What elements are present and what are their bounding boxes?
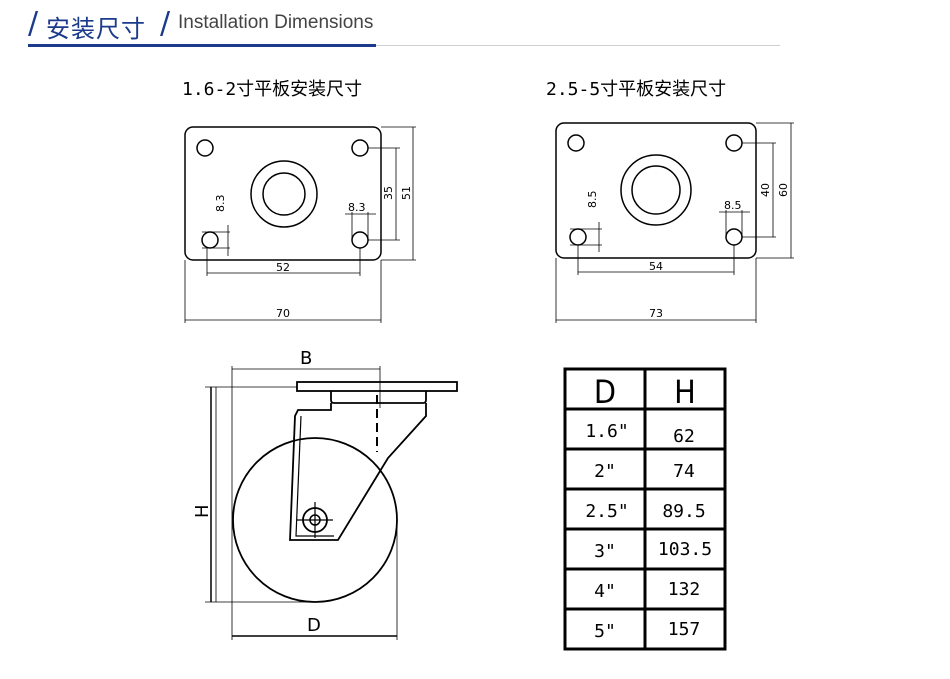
table-cell-h: 103.5: [658, 539, 712, 560]
caster-label-d: D: [307, 615, 321, 636]
table-cell-d: 3": [594, 541, 616, 562]
plate1-hole-tl: [196, 139, 214, 157]
plate1-dim-w-outer: 70: [276, 307, 290, 320]
plate1-drawing: 1.6-2寸平板安装尺寸 8.3 8.3 35 51 52: [182, 79, 416, 323]
plate1-hole-tr: [351, 139, 369, 157]
plate2-boss-inner: [631, 165, 681, 215]
plate1-dim-h-inner: 35: [382, 186, 395, 200]
header-title-cn: 安装尺寸: [46, 15, 146, 43]
table-cell-d: 4": [594, 581, 616, 602]
caster-drawing: B H D: [192, 348, 458, 640]
table-cell-h: 62: [673, 426, 695, 447]
table-cell-h: 74: [673, 461, 695, 482]
table-cell-h: 157: [668, 619, 701, 640]
plate1-hole-bl: [201, 231, 219, 249]
plate2-caption: 2.5-5寸平板安装尺寸: [546, 79, 726, 100]
header-rule: [376, 45, 780, 46]
size-table: D H 1.6" 62 2" 74 2.5" 89.5 3" 103.5 4" …: [563, 367, 727, 651]
plate2-boss-outer: [620, 154, 692, 226]
plate2-dim-w-inner: 54: [649, 260, 663, 273]
plate2-drawing: 2.5-5寸平板安装尺寸 8.5 8.5 40 60 54: [546, 79, 794, 323]
plate1-boss-inner: [262, 172, 306, 216]
plate1-dim-w-inner: 52: [276, 261, 290, 274]
table-header-d: D: [594, 373, 616, 411]
plate2-hole-tl: [567, 134, 585, 152]
table-cell-h: 89.5: [662, 501, 705, 522]
plate2-dim-h-inner: 40: [759, 183, 772, 197]
plate2-dim-w-outer: 73: [649, 307, 663, 320]
table-cell-d: 5": [594, 621, 616, 642]
plate1-outline: [184, 126, 382, 261]
plate1-dim-hole-2: 8.3: [348, 201, 366, 214]
table-cell-d: 2": [594, 461, 616, 482]
plate2-hole-tr: [725, 134, 743, 152]
plate2-dim-h-outer: 60: [777, 183, 790, 197]
plate1-dim-hole: 8.3: [214, 195, 227, 213]
table-cell-d: 1.6": [585, 421, 628, 442]
plate2-dim-hole-2: 8.5: [724, 199, 742, 212]
caster-label-b: B: [300, 348, 312, 369]
plate1-dim-h-outer: 51: [400, 186, 413, 200]
plate2-dim-hole: 8.5: [586, 191, 599, 209]
header-underline: [28, 44, 376, 47]
plate1-hole-br: [351, 231, 369, 249]
header-slash: /: [28, 6, 39, 41]
caster-fork: [289, 403, 427, 541]
header-title-en: Installation Dimensions: [178, 12, 374, 33]
caster-label-h: H: [192, 504, 213, 518]
header-slash-2: /: [160, 6, 171, 41]
plate1-boss-outer: [250, 160, 318, 228]
plate2-hole-br: [725, 228, 743, 246]
caster-top-plate: [296, 381, 458, 392]
plate2-outline: [555, 122, 757, 259]
table-cell-d: 2.5": [585, 501, 628, 522]
plate2-hole-bl: [569, 228, 587, 246]
plate1-caption: 1.6-2寸平板安装尺寸: [182, 79, 362, 100]
table-cell-h: 132: [668, 579, 701, 600]
table-header-h: H: [674, 373, 696, 411]
